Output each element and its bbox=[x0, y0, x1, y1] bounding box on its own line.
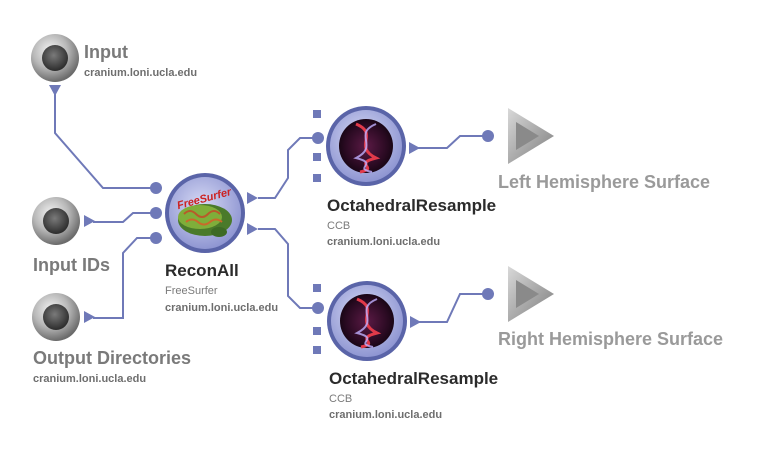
input-port-icon[interactable] bbox=[312, 302, 324, 314]
connector-reconall-to-left bbox=[258, 137, 318, 199]
resample-right-node-package: CCB bbox=[329, 393, 353, 405]
resample-left-node-package: CCB bbox=[327, 220, 351, 232]
input-port-icon[interactable] bbox=[150, 182, 162, 194]
input-source-node[interactable] bbox=[31, 34, 79, 96]
output-directories-node-host: cranium.loni.ucla.edu bbox=[33, 373, 147, 385]
resample-left-node-host: cranium.loni.ucla.edu bbox=[327, 236, 441, 248]
parameter-port-icon[interactable] bbox=[313, 346, 321, 354]
connector-inputids-to-reconall bbox=[93, 212, 156, 223]
left-hemisphere-surface-sink[interactable] bbox=[482, 108, 554, 164]
input-ids-node-title: Input IDs bbox=[33, 255, 110, 275]
resample-right-node-host: cranium.loni.ucla.edu bbox=[329, 409, 443, 421]
output-port-icon[interactable] bbox=[247, 223, 258, 235]
parameter-port-icon[interactable] bbox=[313, 284, 321, 292]
parameter-port-icon[interactable] bbox=[313, 153, 321, 161]
output-port-icon[interactable] bbox=[409, 142, 420, 154]
parameter-port-icon[interactable] bbox=[313, 327, 321, 335]
output-directories-node-title: Output Directories bbox=[33, 348, 192, 368]
right-surface-title: Right Hemisphere Surface bbox=[498, 329, 724, 349]
input-port-icon[interactable] bbox=[482, 288, 494, 300]
octahedral-resample-right-module[interactable] bbox=[312, 281, 421, 361]
output-directories-source-node[interactable] bbox=[32, 293, 95, 341]
connector-input-to-reconall bbox=[54, 93, 156, 189]
input-port-icon[interactable] bbox=[482, 130, 494, 142]
input-port-icon[interactable] bbox=[150, 207, 162, 219]
input-ids-source-node[interactable] bbox=[32, 197, 95, 245]
octahedral-resample-left-module[interactable] bbox=[312, 106, 420, 186]
output-port-icon[interactable] bbox=[247, 192, 258, 204]
reconall-module[interactable]: FreeSurfer bbox=[150, 173, 258, 253]
output-port-icon[interactable] bbox=[49, 85, 61, 96]
connector-outputdirs-to-reconall bbox=[93, 237, 156, 319]
connector-reconall-to-right bbox=[258, 228, 318, 309]
connectors bbox=[54, 93, 488, 323]
resample-right-node-title: OctahedralResample bbox=[329, 369, 499, 388]
connector-right-to-surface bbox=[414, 293, 488, 323]
parameter-port-icon[interactable] bbox=[313, 110, 321, 118]
brain-icon bbox=[178, 204, 232, 237]
reconall-node-package: FreeSurfer bbox=[165, 285, 218, 297]
output-port-icon[interactable] bbox=[84, 311, 95, 323]
input-port-icon[interactable] bbox=[150, 232, 162, 244]
input-node-title: Input bbox=[84, 42, 128, 62]
parameter-port-icon[interactable] bbox=[313, 174, 321, 182]
input-node-host: cranium.loni.ucla.edu bbox=[84, 67, 198, 79]
output-port-icon[interactable] bbox=[84, 215, 95, 227]
reconall-node-title: ReconAll bbox=[165, 261, 239, 280]
connector-left-to-surface bbox=[414, 135, 488, 149]
reconall-node-host: cranium.loni.ucla.edu bbox=[165, 302, 279, 314]
output-port-icon[interactable] bbox=[410, 316, 421, 328]
input-port-icon[interactable] bbox=[312, 132, 324, 144]
left-surface-title: Left Hemisphere Surface bbox=[498, 172, 711, 192]
resample-left-node-title: OctahedralResample bbox=[327, 196, 497, 215]
right-hemisphere-surface-sink[interactable] bbox=[482, 266, 554, 322]
